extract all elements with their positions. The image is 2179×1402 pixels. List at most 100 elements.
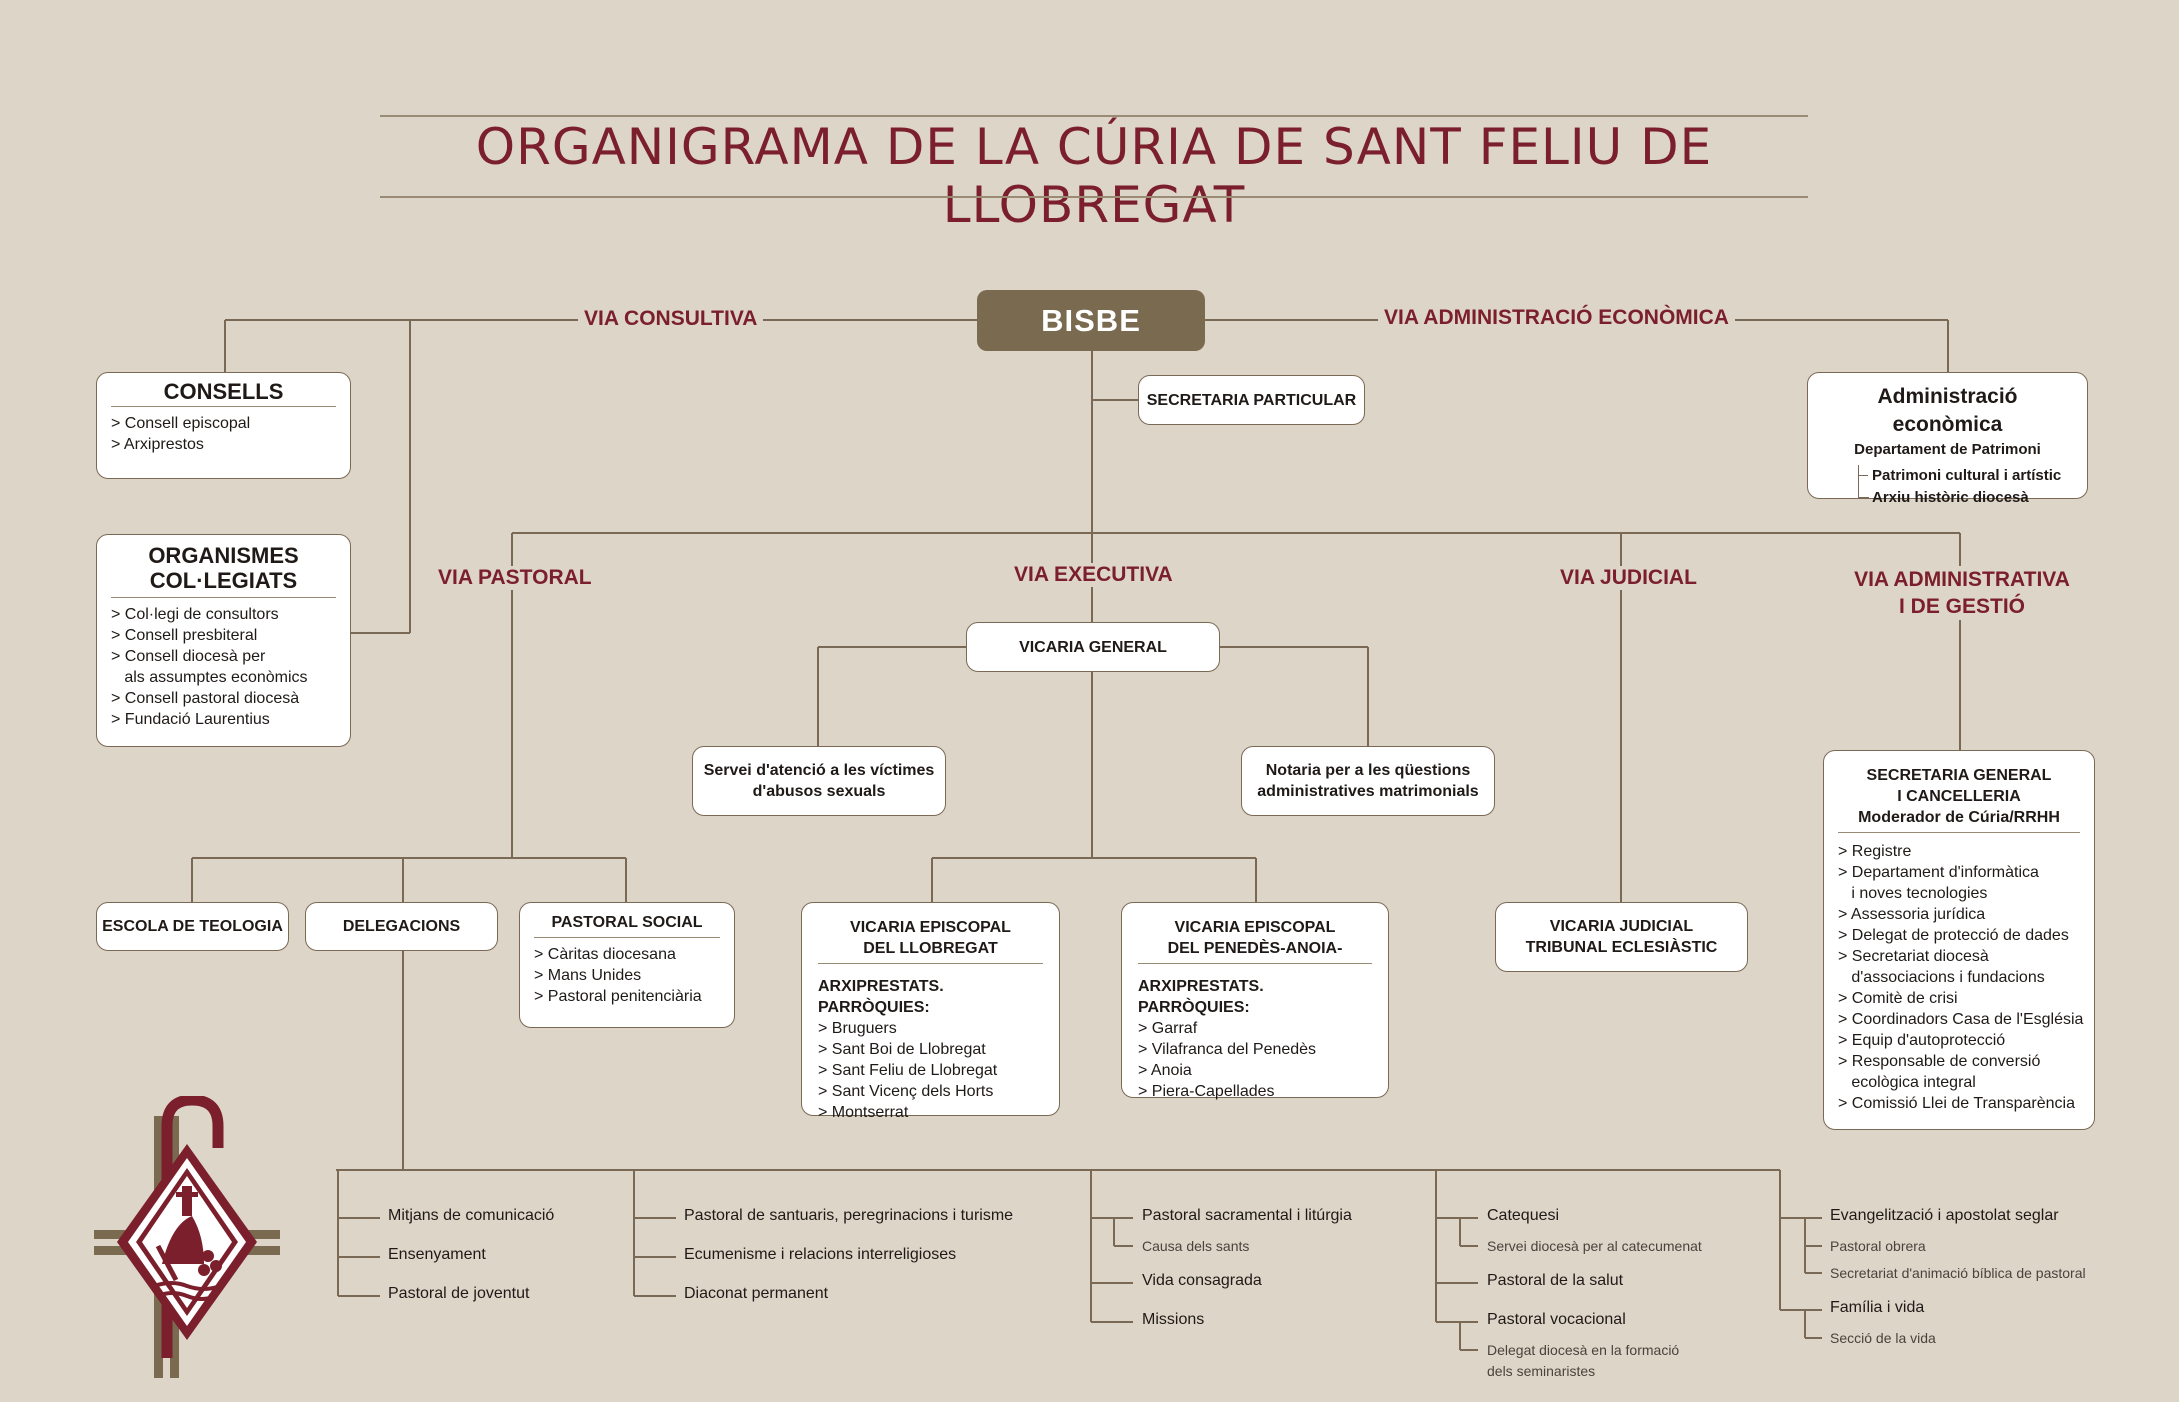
secretaria-general-title-3: Moderador de Cúria/RRHH — [1858, 809, 2060, 826]
list-item: > Departament d'informàtica — [1838, 864, 2039, 881]
list-item: > Registre — [1838, 843, 1912, 860]
list-item: > Secretariat diocesà — [1838, 948, 1989, 965]
list-item: > Sant Feliu de Llobregat — [818, 1062, 998, 1079]
vicaria-llobregat-title-2: DEL LLOBREGAT — [863, 940, 998, 957]
vicaria-judicial-line2: TRIBUNAL ECLESIÀSTIC — [1525, 939, 1718, 956]
notaria-line2: administratives matrimonials — [1257, 783, 1479, 800]
servei-victimes-line2: d'abusos sexuals — [752, 783, 886, 800]
delegacions-box: DELEGACIONS — [305, 902, 498, 951]
list-item: Arxiu històric diocesà — [1872, 489, 2029, 506]
list-item: d'associacions i fundacions — [1838, 969, 2045, 986]
list-item: > Comitè de crisi — [1838, 990, 1958, 1007]
list-item: als assumptes econòmics — [111, 669, 308, 686]
delegacio-subitem: Servei diocesà per al catecumenat — [1487, 1238, 1702, 1254]
list-item: i noves tecnologies — [1838, 885, 1988, 902]
list-item: > Coordinadors Casa de l'Església — [1838, 1011, 2084, 1028]
list-item: > Piera-Capellades — [1138, 1083, 1275, 1100]
delegacio-item: Pastoral vocacional — [1487, 1311, 1626, 1328]
administracio-list: Patrimoni cultural i artístic Arxiu hist… — [1822, 465, 2073, 509]
administracio-dept: Departament de Patrimoni — [1854, 441, 2041, 458]
via-pastoral-label: VIA PASTORAL — [438, 566, 592, 590]
list-item: > Montserrat — [818, 1104, 909, 1121]
delegacio-item: Ecumenisme i relacions interreligioses — [684, 1246, 957, 1263]
delegacio-subitem: Delegat diocesà en la formació — [1487, 1342, 1680, 1358]
vicaria-penedes-title-1: VICARIA EPISCOPAL — [1174, 919, 1336, 936]
delegacio-item: Missions — [1142, 1311, 1205, 1328]
delegacio-item: Catequesi — [1487, 1207, 1560, 1224]
servei-victimes-line1: Servei d'atenció a les víctimes — [703, 762, 935, 779]
vicaria-penedes-subtitle: ARXIPRESTATS. PARRÒQUIES: — [1138, 978, 1264, 1016]
delegacio-subitem: Secretariat d'animació bíblica de pastor… — [1830, 1265, 2086, 1281]
list-item: > Arxiprestos — [111, 436, 204, 453]
administracio-box: Administració econòmica Departament de P… — [1807, 372, 2088, 506]
list-item: > Càritas diocesana — [534, 946, 676, 963]
vicaria-judicial-line1: VICARIA JUDICIAL — [1549, 918, 1694, 935]
vicaria-llobregat-list: > Bruguers > Sant Boi de Llobregat > San… — [818, 1018, 1043, 1123]
via-administrativa-label: VIA ADMINISTRATIVA I DE GESTIÓ — [1844, 566, 2080, 620]
secretaria-general-title-1: SECRETARIA GENERAL — [1866, 767, 2052, 784]
vicaria-llobregat-subtitle: ARXIPRESTATS. PARRÒQUIES: — [818, 978, 944, 1016]
via-judicial-label: VIA JUDICIAL — [1556, 566, 1701, 590]
list-item: > Consell presbiteral — [111, 627, 258, 644]
delegacio-item: Pastoral de santuaris, peregrinacions i … — [684, 1207, 1014, 1224]
bisbe-box: BISBE — [977, 290, 1205, 351]
via-executiva-label: VIA EXECUTIVA — [1010, 563, 1177, 587]
list-item: Patrimoni cultural i artístic — [1872, 467, 2062, 484]
delegacio-item: Família i vida — [1830, 1299, 1925, 1316]
delegacio-item: Pastoral de joventut — [388, 1285, 530, 1302]
administracio-title: Administració econòmica — [1877, 385, 2018, 436]
title-rule-top — [380, 115, 1808, 117]
list-item: > Anoia — [1138, 1062, 1192, 1079]
list-item: > Col·legi de consultors — [111, 606, 279, 623]
list-item: > Assessoria jurídica — [1838, 906, 1986, 923]
organismes-list: > Col·legi de consultors > Consell presb… — [111, 604, 336, 730]
list-item: > Vilafranca del Penedès — [1138, 1041, 1317, 1058]
delegacio-item: Evangelització i apostolat seglar — [1830, 1207, 2059, 1224]
list-item: > Comissió Llei de Transparència — [1838, 1095, 2076, 1112]
consells-title: CONSELLS — [163, 379, 284, 404]
via-consultiva-label: VIA CONSULTIVA — [578, 307, 764, 331]
escola-teologia-box: ESCOLA DE TEOLOGIA — [96, 902, 289, 951]
list-item: > Fundació Laurentius — [111, 711, 270, 728]
pastoral-social-list: > Càritas diocesana > Mans Unides > Past… — [534, 944, 720, 1007]
notaria-line1: Notaria per a les qüestions — [1265, 762, 1471, 779]
list-item: > Responsable de conversió — [1838, 1053, 2041, 1070]
via-economica-label: VIA ADMINISTRACIÓ ECONÒMICA — [1378, 306, 1735, 330]
page-title: ORGANIGRAMA DE LA CÚRIA DE SANT FELIU DE… — [475, 118, 1713, 234]
list-item: > Bruguers — [818, 1020, 897, 1037]
delegacio-item: Ensenyament — [388, 1246, 486, 1263]
vicaria-penedes-title-2: DEL PENEDÈS-ANOIA- — [1167, 940, 1343, 957]
secretaria-particular-box: SECRETARIA PARTICULAR — [1138, 375, 1365, 425]
vicaria-llobregat-title-1: VICARIA EPISCOPAL — [850, 919, 1011, 936]
delegacio-item: Pastoral sacramental i litúrgia — [1142, 1207, 1352, 1224]
list-item: > Consell episcopal — [111, 415, 251, 432]
via-administrativa-line2: I DE GESTIÓ — [1898, 595, 2026, 618]
list-item: > Garraf — [1138, 1020, 1198, 1037]
servei-victimes-box: Servei d'atenció a les víctimes d'abusos… — [692, 746, 946, 816]
delegacio-subitem: dels seminaristes — [1487, 1363, 1596, 1379]
title-rule-bottom — [380, 196, 1808, 198]
secretaria-general-list: > Registre > Departament d'informàtica i… — [1838, 841, 2084, 1114]
vicaria-penedes-box: VICARIA EPISCOPAL DEL PENEDÈS-ANOIA- ARX… — [1121, 902, 1389, 1100]
vicaria-penedes-list: > Garraf > Vilafranca del Penedès > Anoi… — [1138, 1018, 1372, 1102]
delegacio-subitem: Causa dels sants — [1142, 1238, 1250, 1254]
via-administrativa-line1: VIA ADMINISTRATIVA — [1854, 568, 2070, 591]
list-item: > Sant Boi de Llobregat — [818, 1041, 986, 1058]
pastoral-social-title: PASTORAL SOCIAL — [551, 914, 703, 931]
organismes-title-1: ORGANISMES — [148, 543, 299, 568]
list-item: > Delegat de protecció de dades — [1838, 927, 2069, 944]
list-item: > Consell diocesà per — [111, 648, 266, 665]
list-item: > Mans Unides — [534, 967, 642, 984]
delegacio-item: Pastoral de la salut — [1487, 1272, 1624, 1289]
delegacio-item: Mitjans de comunicació — [388, 1207, 555, 1224]
organismes-box: ORGANISMES COL·LEGIATS > Col·legi de con… — [96, 534, 351, 747]
diocese-emblem-icon — [94, 1096, 280, 1378]
delegacio-item: Vida consagrada — [1142, 1272, 1262, 1289]
vicaria-general-box: VICARIA GENERAL — [966, 622, 1220, 672]
secretaria-general-title-2: I CANCELLERIA — [1897, 788, 2021, 805]
vicaria-llobregat-box: VICARIA EPISCOPAL DEL LLOBREGAT ARXIPRES… — [801, 902, 1060, 1121]
delegacio-subitem: Pastoral obrera — [1830, 1238, 1926, 1254]
list-item: > Consell pastoral diocesà — [111, 690, 300, 707]
notaria-box: Notaria per a les qüestions administrati… — [1241, 746, 1495, 816]
